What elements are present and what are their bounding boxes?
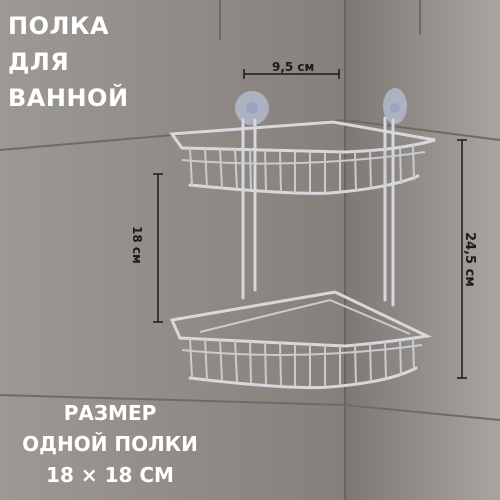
lower-basket-wires: [181, 298, 423, 386]
left-wall: [0, 0, 345, 500]
title-line-2: ДЛЯ: [8, 48, 70, 76]
shelf-frame: [169, 116, 436, 390]
size-note-line-2: ОДНОЙ ПОЛКИ: [22, 432, 198, 456]
title-line-3: ВАННОЙ: [8, 84, 129, 112]
size-note-line-3: 18 × 18 СМ: [46, 463, 174, 487]
width-label: 9,5 см: [272, 60, 315, 74]
height-label: 24,5 см: [462, 232, 477, 287]
size-note-line-1: РАЗМЕР: [63, 401, 157, 425]
suction-cup-left: [235, 91, 269, 125]
upper-basket-wires: [181, 144, 426, 193]
gap-label: 18 см: [130, 226, 144, 264]
shelf-size-note: РАЗМЕР ОДНОЙ ПОЛКИ 18 × 18 СМ: [20, 398, 200, 491]
suction-cup-right: [383, 88, 407, 124]
product-title: ПОЛКА ДЛЯ ВАННОЙ: [8, 8, 158, 116]
title-line-1: ПОЛКА: [8, 12, 110, 40]
dimension-lines: [153, 69, 467, 379]
